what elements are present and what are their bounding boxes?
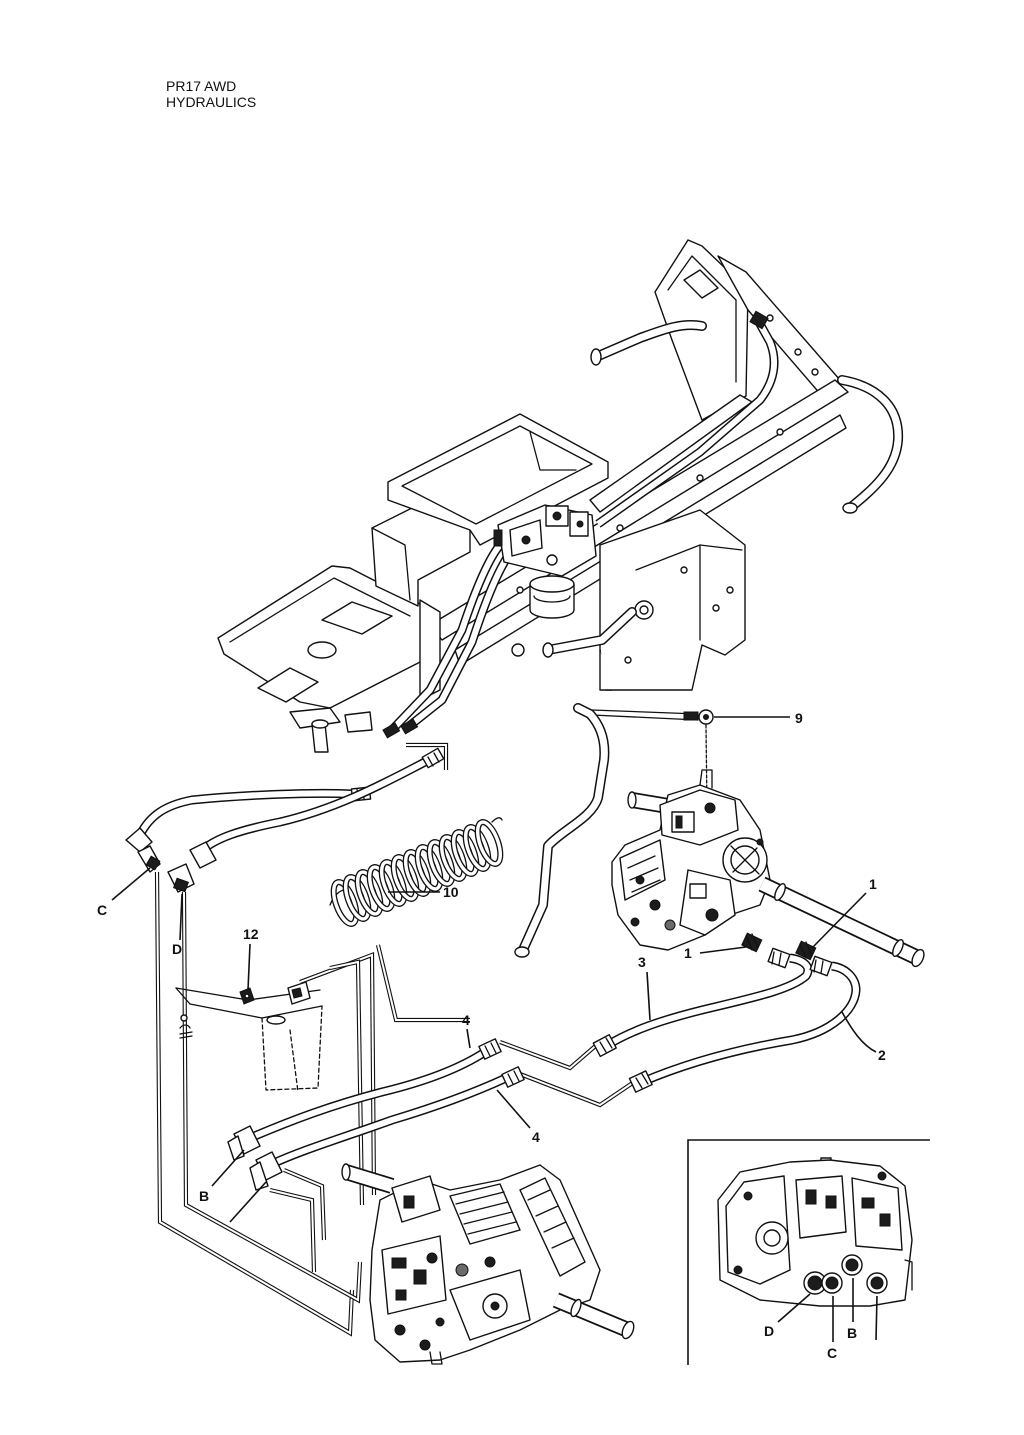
callout-part-2: 2 <box>878 1047 886 1063</box>
callout-part-3: 3 <box>638 954 646 970</box>
inset-label-port-d: D <box>764 1323 774 1339</box>
front-transmission <box>611 769 925 968</box>
callout-part-1-upper: 1 <box>869 876 877 892</box>
handle-bar-left <box>590 325 702 366</box>
coil-spring-part-10 <box>329 817 504 927</box>
callout-part-12: 12 <box>243 926 259 942</box>
callout-connection-d: D <box>172 941 182 957</box>
inset-transmission-rear-view <box>717 1157 913 1307</box>
hose-part-4-lower <box>249 1066 525 1191</box>
hose-to-connection-d <box>167 747 445 893</box>
inset-label-port-c: C <box>827 1345 837 1361</box>
callout-labels: 9 10 1 1 2 3 4 4 12 C D B D C B <box>97 710 886 1361</box>
callout-part-1-lower: 1 <box>684 945 692 961</box>
rear-transmission <box>341 1163 635 1365</box>
callout-part-9: 9 <box>795 710 803 726</box>
callout-part-10: 10 <box>443 884 459 900</box>
inset-detail-panel <box>687 1139 930 1365</box>
callout-connection-b: B <box>199 1188 209 1204</box>
hydraulic-filter <box>529 575 575 619</box>
hose-part-2 <box>628 955 856 1093</box>
handle-bar-right <box>842 380 898 514</box>
oil-reservoir <box>175 981 323 1093</box>
hydraulic-control-valve <box>493 504 597 577</box>
chassis-frame <box>217 239 849 753</box>
hose-clip-part-12 <box>239 987 255 1005</box>
valve-pressure-lines <box>382 310 774 739</box>
callout-leader-lines <box>111 716 878 1342</box>
lift-link-bar <box>542 612 632 658</box>
fittings-part-1 <box>741 932 817 961</box>
section-name: HYDRAULICS <box>166 94 256 110</box>
lift-tube <box>514 708 604 958</box>
hose-part-3 <box>592 947 808 1058</box>
callout-connection-c: C <box>97 902 107 918</box>
callout-part-4-lower: 4 <box>532 1129 540 1145</box>
callout-part-4-upper: 4 <box>462 1012 470 1028</box>
model-name: PR17 AWD <box>166 78 236 94</box>
diagram-title: PR17 AWD HYDRAULICS <box>166 78 256 110</box>
inset-label-port-b: B <box>847 1325 857 1341</box>
